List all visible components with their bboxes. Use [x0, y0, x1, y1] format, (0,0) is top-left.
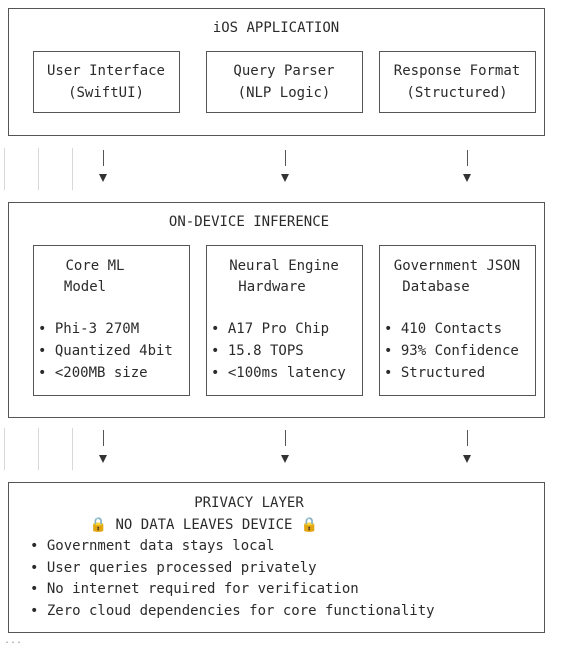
user-interface-box [33, 51, 180, 113]
government-json-box [379, 245, 536, 396]
down-arrow-icon [463, 455, 471, 463]
government-json-bullet: • Structured [384, 365, 486, 381]
neural-engine-box [206, 245, 363, 396]
neural-engine-bullet: • <100ms latency [211, 365, 346, 381]
query-parser-label: Query Parser [233, 63, 335, 79]
privacy-layer-title: PRIVACY LAYER [194, 495, 304, 511]
user-interface-sublabel: (SwiftUI) [68, 85, 144, 101]
core-ml-sublabel: Model [63, 279, 107, 295]
inference-layer-title: ON-DEVICE INFERENCE [168, 214, 330, 230]
query-parser-box [206, 51, 363, 113]
user-interface-label: User Interface [46, 63, 165, 79]
query-parser-sublabel: (NLP Logic) [237, 85, 331, 101]
neural-engine-label: Neural Engine [229, 258, 339, 274]
core-ml-bullet: • Quantized 4bit [38, 343, 173, 359]
core-ml-label: Core ML [65, 258, 125, 274]
core-ml-box [33, 245, 190, 396]
down-arrow-icon [463, 174, 471, 182]
trailing-ellipsis: ... [4, 635, 23, 646]
privacy-layer-box [8, 482, 545, 633]
core-ml-bullet: • <200MB size [38, 365, 148, 381]
down-arrow-icon [99, 174, 107, 182]
core-ml-bullet: • Phi-3 270M [38, 321, 140, 337]
government-json-sublabel: Database [402, 279, 470, 295]
privacy-bullet: • User queries processed privately [30, 560, 317, 576]
neural-engine-bullet: • A17 Pro Chip [211, 321, 330, 337]
inference-layer-box [8, 202, 545, 418]
down-arrow-icon [281, 174, 289, 182]
government-json-bullet: • 410 Contacts [384, 321, 503, 337]
response-format-label: Response Format [393, 63, 521, 79]
privacy-bullet: • No internet required for verification [30, 581, 359, 597]
down-arrow-icon [281, 455, 289, 463]
government-json-label: Government JSON [393, 258, 521, 274]
neural-engine-sublabel: Hardware [238, 279, 306, 295]
government-json-bullet: • 93% Confidence [384, 343, 519, 359]
app-layer-box [8, 8, 545, 136]
privacy-bullet: • Government data stays local [30, 538, 275, 554]
neural-engine-bullet: • 15.8 TOPS [211, 343, 304, 359]
response-format-box [379, 51, 536, 113]
down-arrow-icon [99, 455, 107, 463]
app-layer-title: iOS APPLICATION [212, 20, 340, 36]
privacy-layer-subtitle: 🔒 NO DATA LEAVES DEVICE 🔒 [89, 517, 319, 533]
response-format-sublabel: (Structured) [406, 85, 508, 101]
privacy-bullet: • Zero cloud dependencies for core funct… [30, 603, 435, 619]
